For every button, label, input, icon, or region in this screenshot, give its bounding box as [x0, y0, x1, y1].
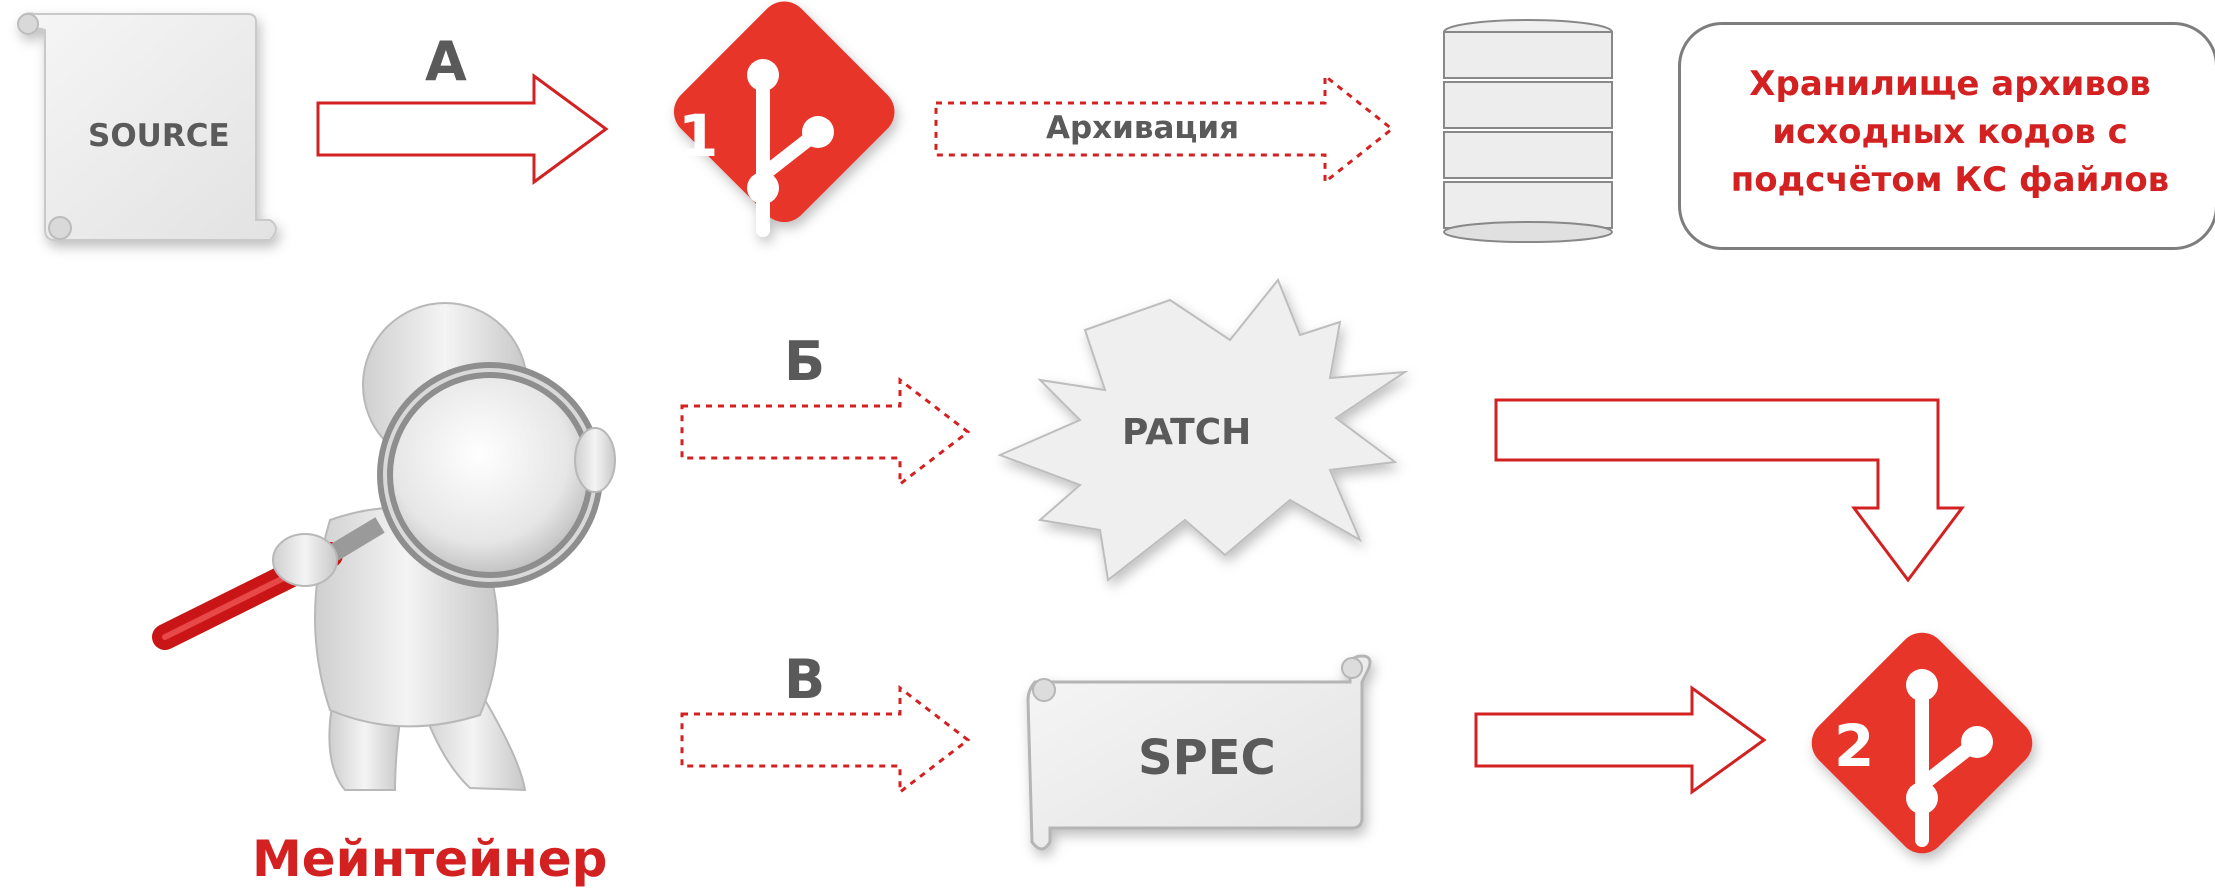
arrow-a [316, 73, 609, 185]
source-label: SOURCE [88, 118, 230, 154]
arrow-archive [934, 72, 1395, 186]
arrow-b [680, 376, 971, 488]
arrow-b-label: Б [784, 330, 826, 393]
git-1-number: 1 [678, 102, 719, 170]
arrow-archive-label: Архивация [1046, 110, 1240, 146]
storage-bracket-frame [1678, 22, 2215, 250]
patch-label: PATCH [1122, 412, 1252, 453]
storage-line-3: подсчётом КС файлов [1730, 160, 2170, 200]
git-2-number: 2 [1834, 712, 1875, 780]
git-logo-1-icon [673, 1, 895, 237]
arrow-v [680, 684, 971, 796]
spec-label: SPEC [1138, 730, 1276, 786]
patch-starburst [997, 278, 1409, 582]
git-logo-2-icon [1811, 632, 2033, 854]
maintainer-label: Мейнтейнер [252, 830, 608, 888]
database-icon [1443, 19, 1613, 243]
arrow-elbow [1494, 398, 1965, 583]
spec-scroll-icon [1026, 654, 1372, 851]
storage-line-1: Хранилище архивов [1749, 64, 2151, 104]
arrow-v-label: В [784, 648, 826, 711]
source-scroll-icon [17, 12, 277, 241]
arrow-to-git-2 [1474, 685, 1767, 795]
arrow-a-label: А [425, 30, 467, 93]
maintainer-figure-icon [152, 302, 616, 792]
storage-description: Хранилище архивов исходных кодов с подсч… [1700, 60, 2200, 204]
storage-line-2: исходных кодов с [1772, 112, 2128, 152]
